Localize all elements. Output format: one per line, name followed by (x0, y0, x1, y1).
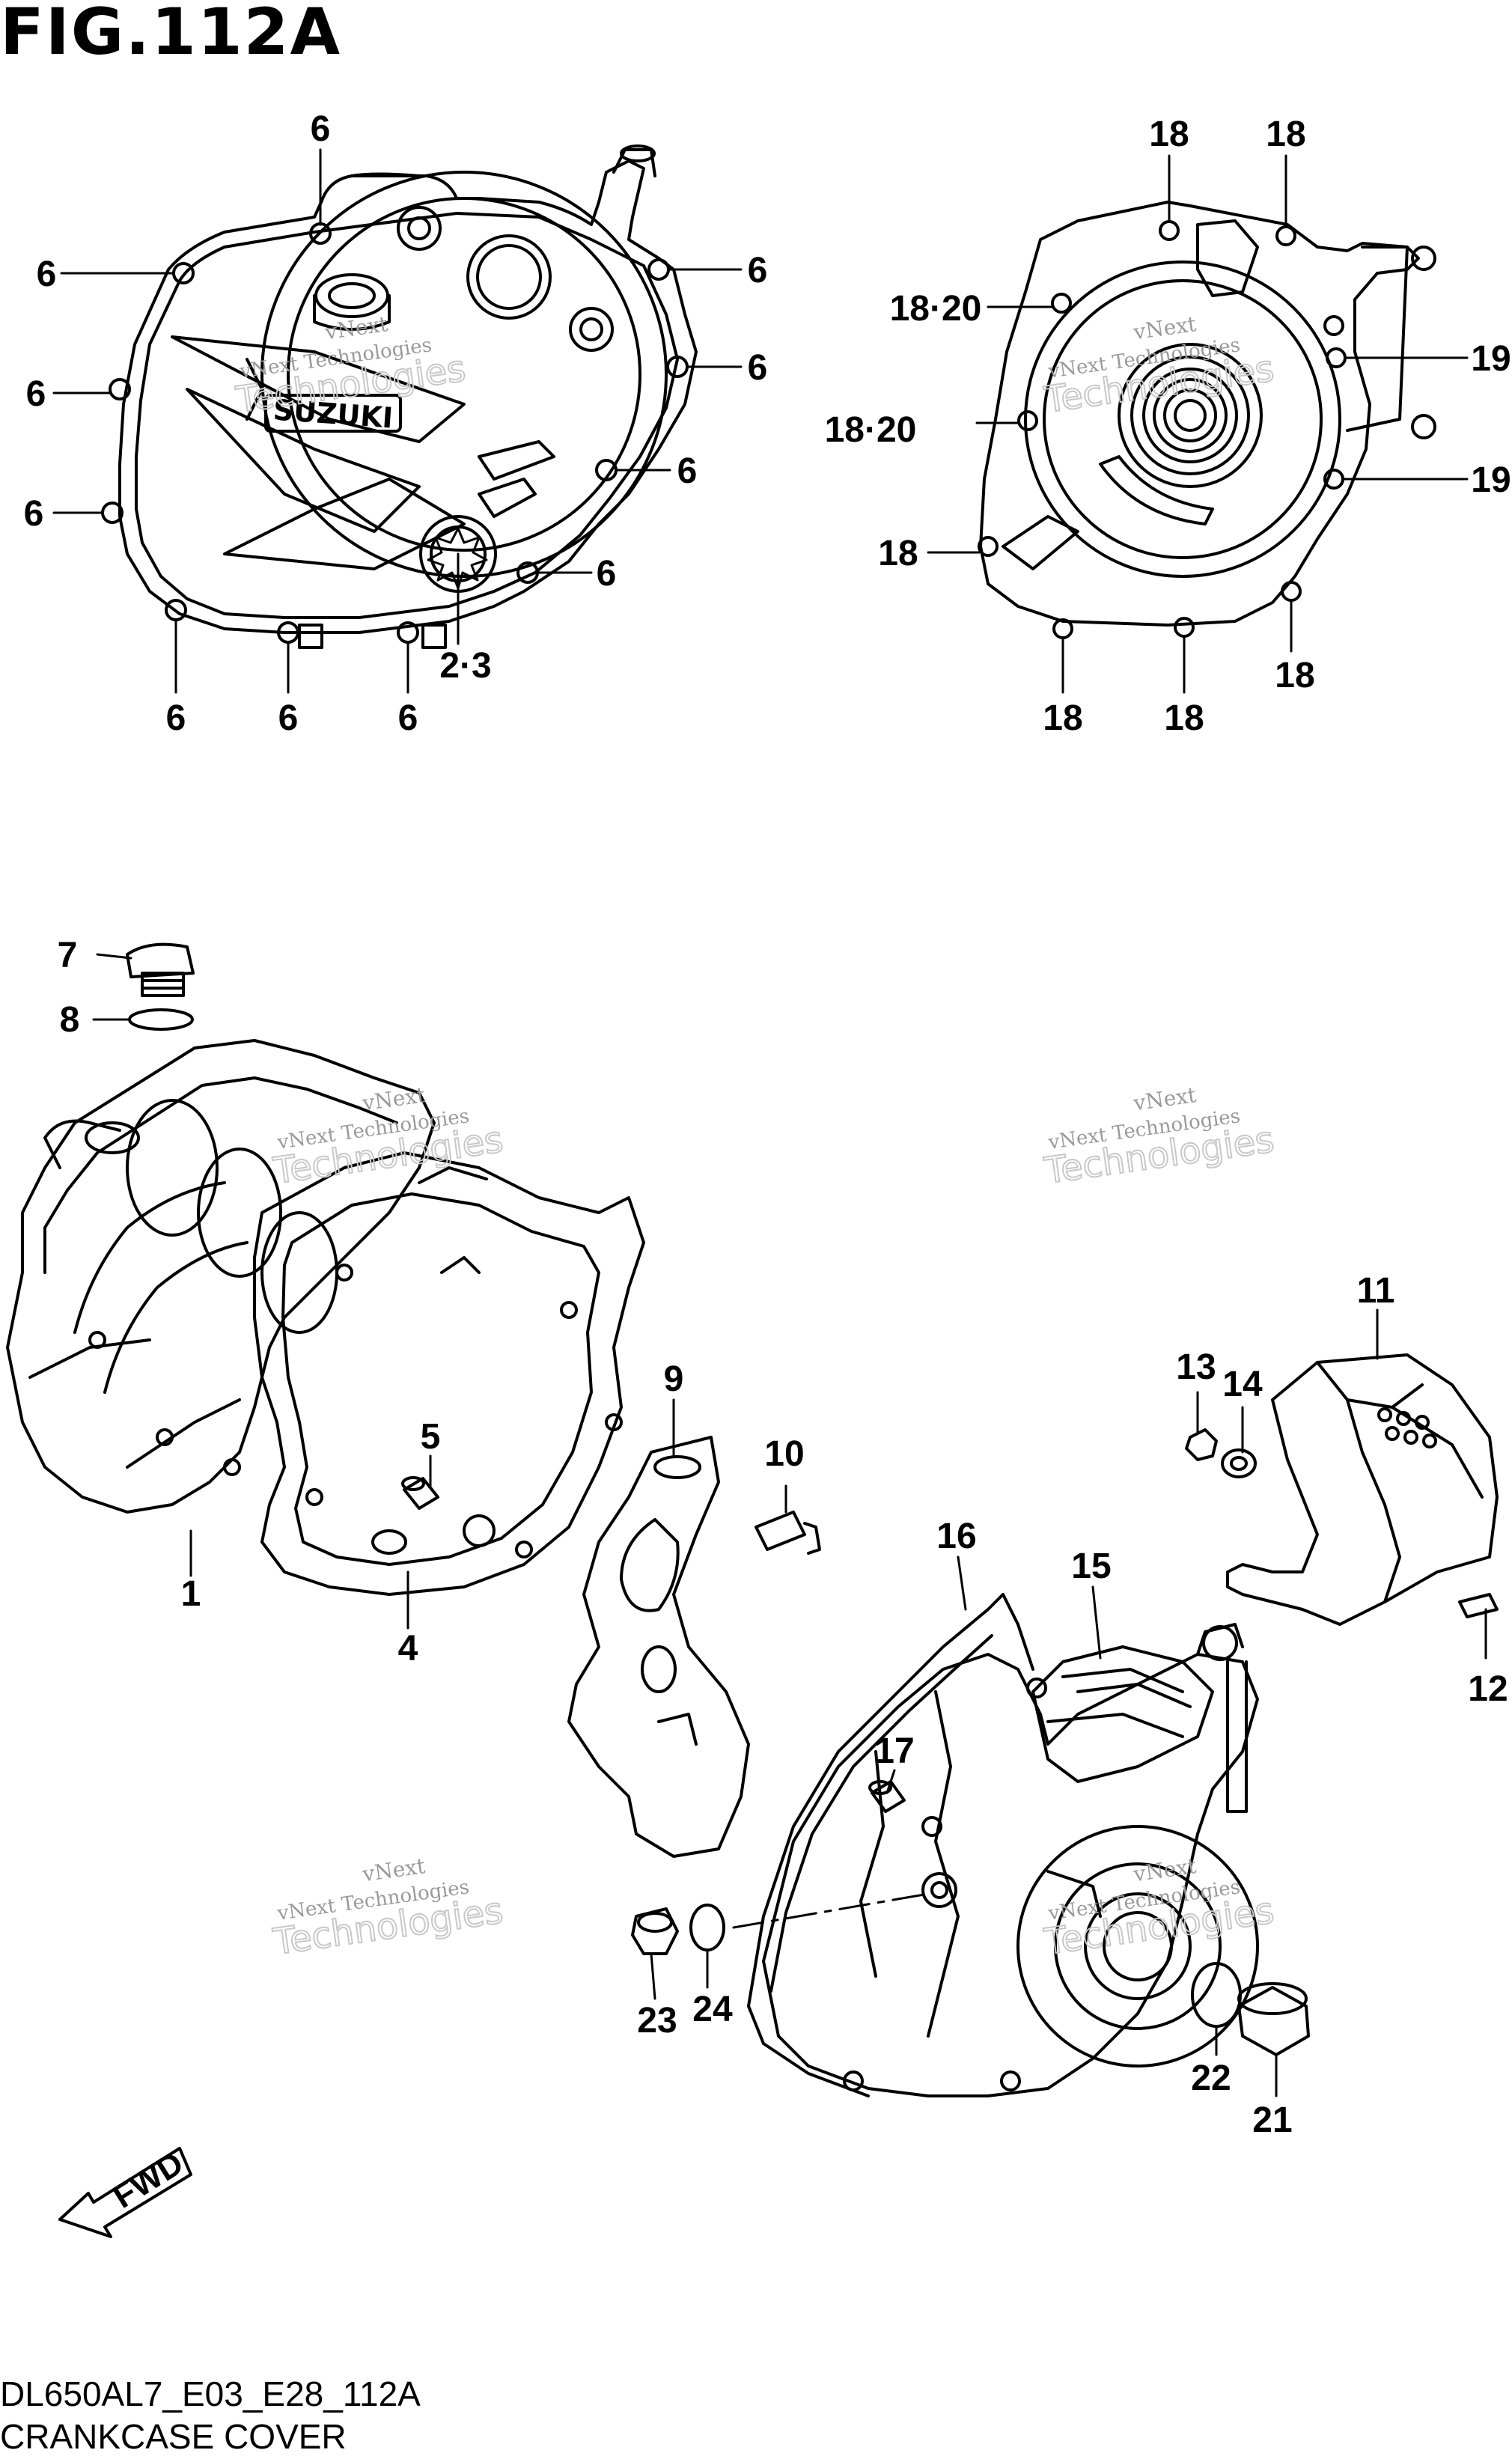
plug-23 (631, 1907, 679, 1955)
callout-7: 7 (58, 936, 78, 975)
callout-6: 6 (166, 698, 186, 738)
callout-2-3: 2·3 (439, 646, 491, 686)
callout-18: 18 (878, 534, 918, 573)
leader-lines (52, 148, 1487, 2097)
callout-18: 18 (1275, 656, 1314, 695)
crankcase-assembly (6, 1039, 436, 1514)
callout-6: 6 (677, 451, 698, 491)
callout-18: 18 (1043, 698, 1082, 738)
fwd-label: FWD (107, 2145, 190, 2216)
callout-5: 5 (421, 1417, 441, 1457)
dowel-pin-17 (868, 1780, 906, 1813)
gasket-plate-9 (567, 1436, 750, 1858)
callout-18: 18 (1164, 698, 1204, 738)
bolt-10 (755, 1511, 821, 1555)
callout-22: 22 (1191, 2059, 1231, 2098)
callout-10: 10 (764, 1434, 804, 1474)
bolt-12 (1458, 1593, 1499, 1618)
dowel-pin-5 (401, 1476, 439, 1510)
watermark-line: vNext (1131, 311, 1198, 345)
callout-16: 16 (936, 1517, 976, 1556)
watermark-line: vNext (360, 1853, 427, 1887)
plug-21 (1237, 1982, 1310, 2056)
generator-cover-exterior (978, 201, 1436, 639)
callout-24: 24 (692, 1990, 733, 2029)
callout-14: 14 (1222, 1365, 1263, 1404)
callout-6: 6 (37, 255, 57, 294)
callout-6: 6 (398, 698, 418, 738)
callout-18: 18 (1266, 115, 1305, 154)
callout-18: 18 (1149, 115, 1189, 154)
callout-6: 6 (26, 374, 46, 414)
generator-cover-gasket (747, 1593, 1034, 2097)
callout-6: 6 (311, 109, 331, 149)
callout-18-20: 18·20 (890, 289, 982, 329)
callout-6: 6 (748, 251, 768, 290)
callout-15: 15 (1071, 1547, 1111, 1586)
callout-19: 19 (1471, 460, 1511, 500)
callout-21: 21 (1252, 2100, 1292, 2140)
callout-11: 11 (1357, 1271, 1395, 1311)
watermark-line: vNext (323, 311, 389, 345)
watermark-line: vNext (1131, 1082, 1198, 1116)
callout-17: 17 (874, 1731, 914, 1771)
callouts: 6 6 6 6 6 6 6 6 6 6 6 2·3 18 18 18·20 18… (24, 109, 1511, 2140)
callout-6: 6 (24, 494, 44, 534)
callout-23: 23 (637, 2001, 677, 2041)
forward-direction-arrow (58, 2147, 192, 2238)
figure-code: DL650AL7_E03_E28_112A (0, 2374, 421, 2413)
callout-19: 19 (1471, 339, 1511, 379)
oil-filler-cap (126, 942, 195, 997)
clutch-cover-exterior (101, 144, 698, 649)
callout-9: 9 (664, 1359, 684, 1399)
callout-6: 6 (748, 348, 768, 388)
figure-title: FIG.112A (0, 0, 342, 70)
o-ring-8 (128, 1008, 194, 1031)
callout-6: 6 (597, 554, 617, 594)
callout-18-20: 18·20 (825, 410, 917, 450)
cover-11 (1226, 1353, 1499, 1626)
bolt-13 (1185, 1428, 1218, 1461)
figure-name: CRANKCASE COVER (0, 2417, 347, 2456)
callout-6: 6 (278, 698, 299, 738)
o-ring-24 (689, 1904, 725, 1951)
callout-8: 8 (60, 1000, 80, 1040)
crankcase-cover-gasket (253, 1151, 645, 1596)
callout-12: 12 (1468, 1669, 1508, 1709)
callout-1: 1 (181, 1574, 201, 1614)
watermark-line: vNext (360, 1082, 427, 1116)
callout-13: 13 (1176, 1347, 1216, 1387)
callout-4: 4 (398, 1629, 418, 1669)
washer-14 (1221, 1448, 1257, 1478)
